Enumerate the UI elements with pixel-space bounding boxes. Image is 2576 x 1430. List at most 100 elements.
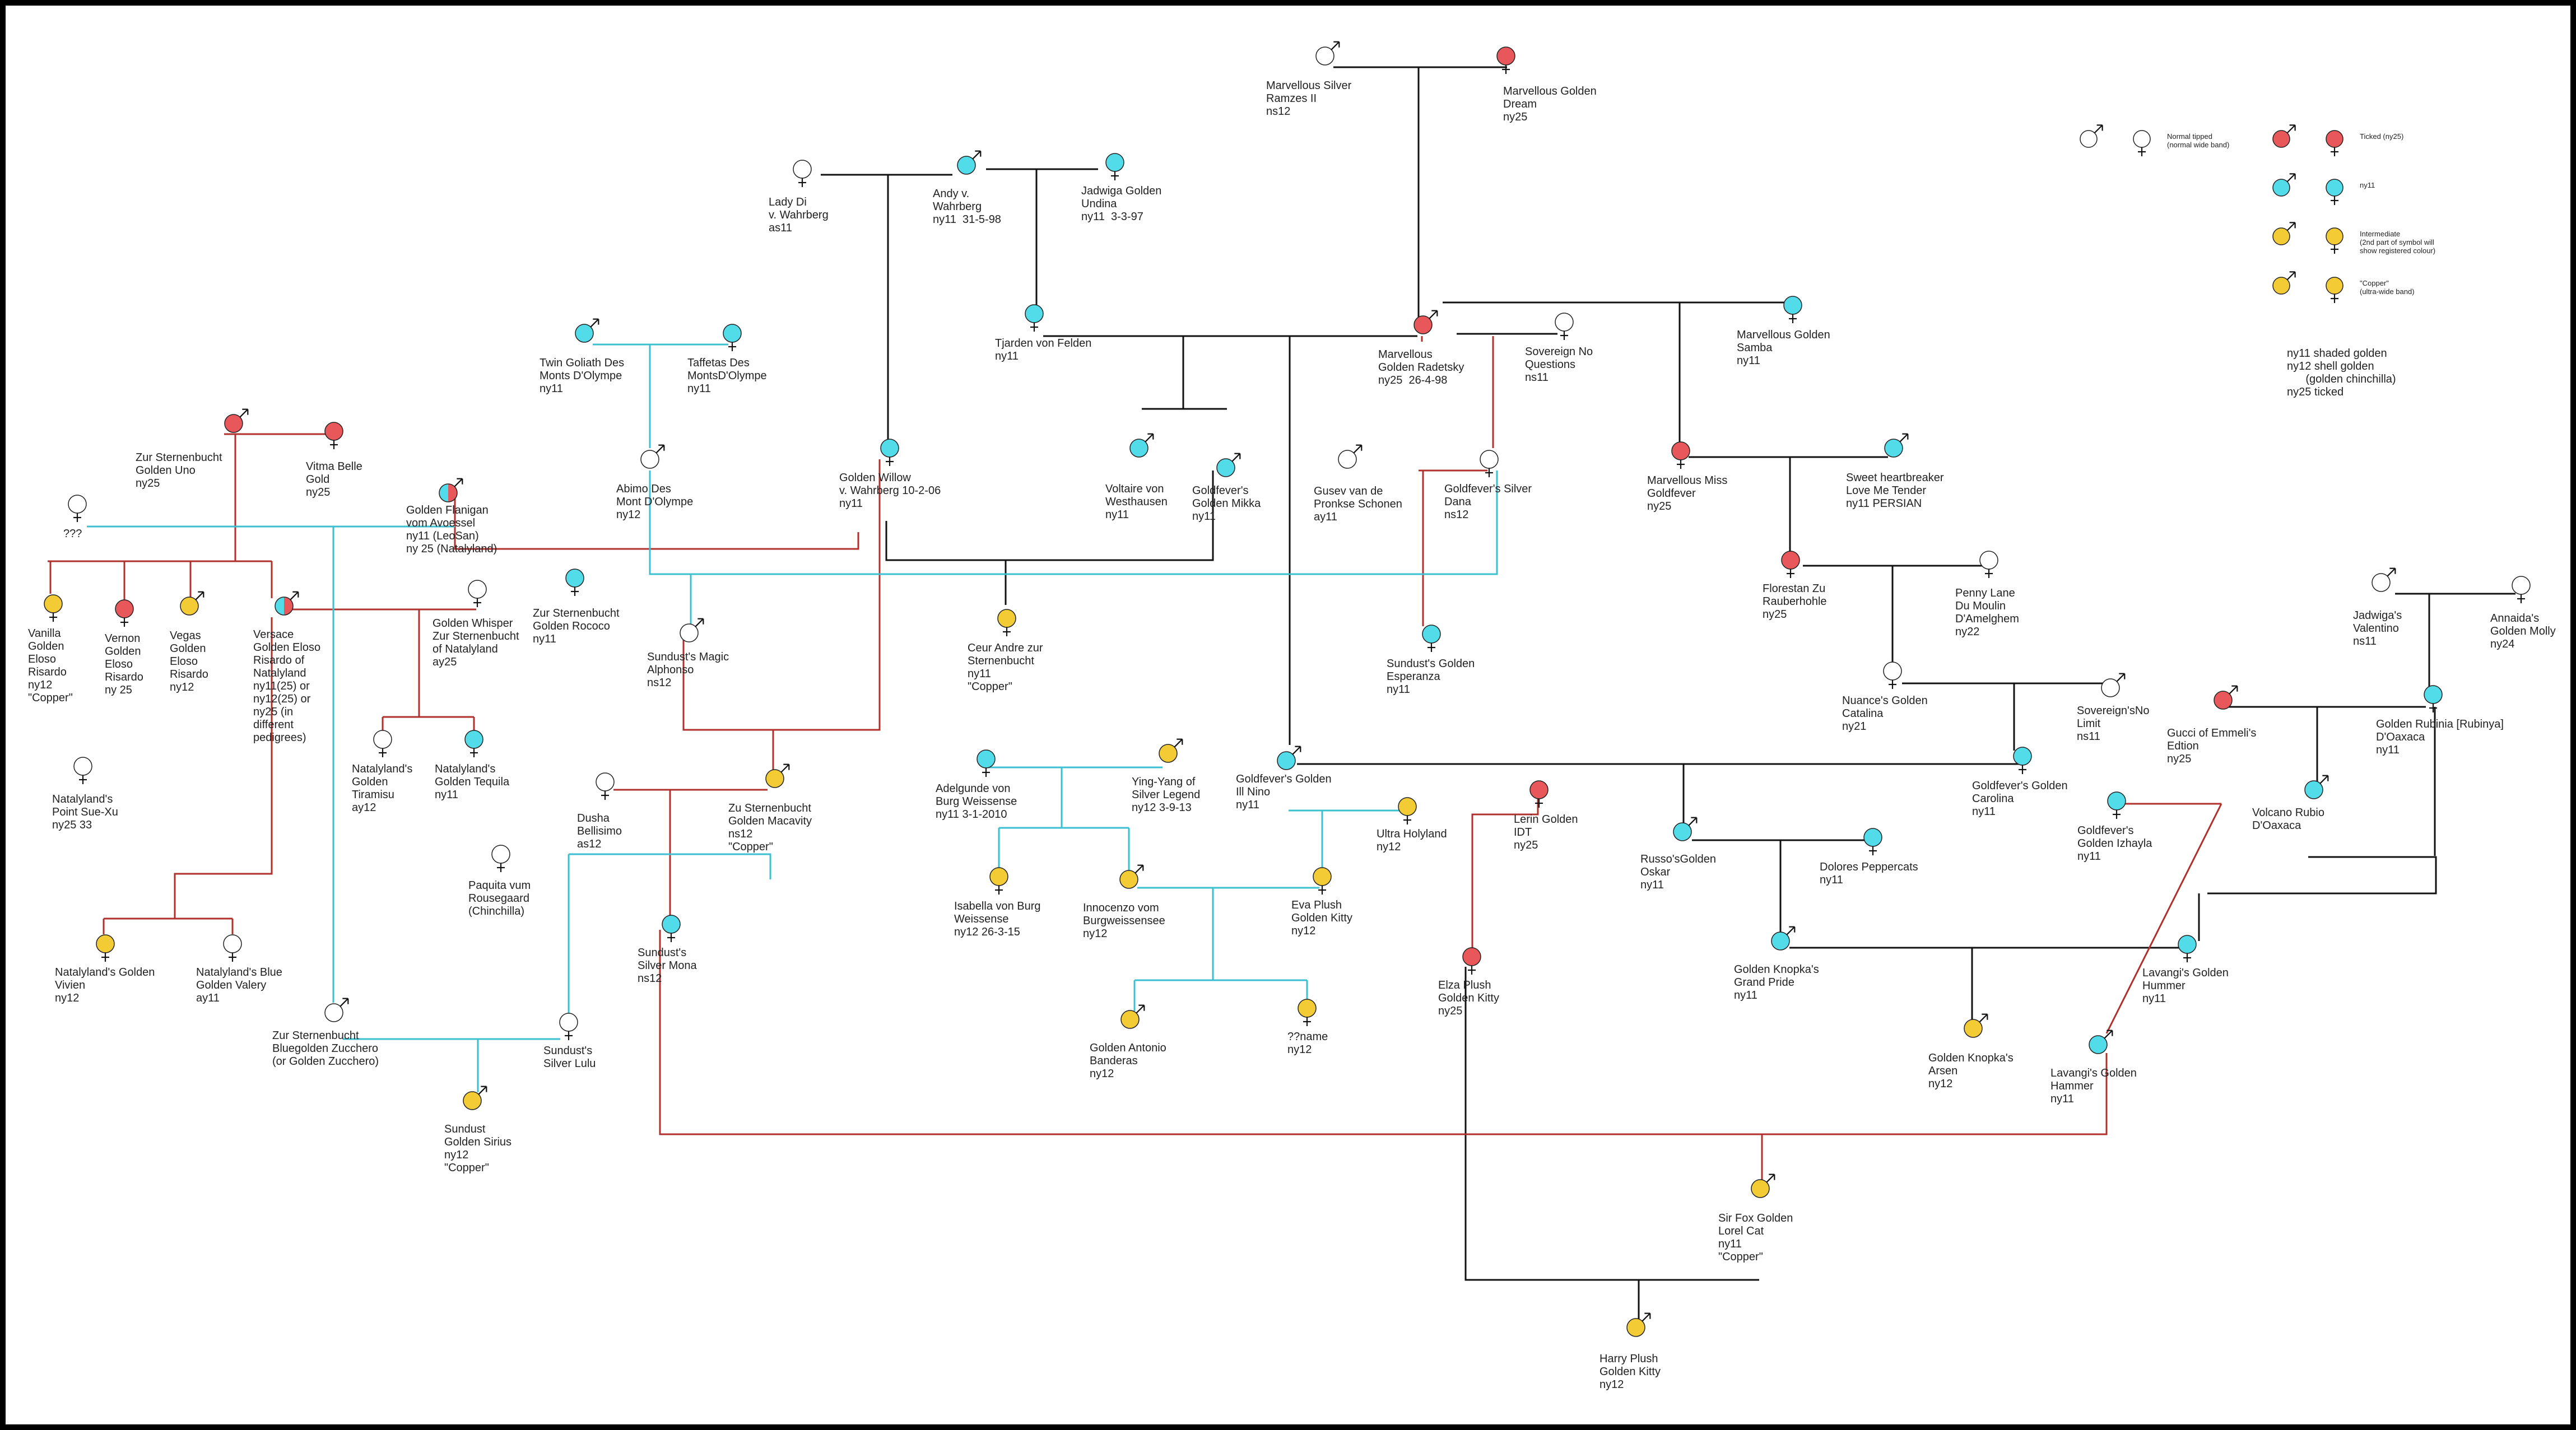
cat-label: Sundust's Silver Lulu <box>543 1045 596 1070</box>
cat-label: Goldfever's Golden Mikka ny11 <box>1192 485 1261 523</box>
male-symbol-icon <box>463 1086 487 1110</box>
male-symbol-icon <box>765 763 790 788</box>
legend-intermediate-text: Intermediate (2nd part of symbol will sh… <box>2360 230 2436 255</box>
cat-label: Sundust's Magic Alphonso ns12 <box>647 651 729 689</box>
cat-label: Golden Knopka's Grand Pride ny11 <box>1734 963 1819 1002</box>
female-symbol-icon <box>115 599 134 627</box>
cat-label: Dusha Bellisimo as12 <box>577 812 622 850</box>
cat-node-goliath <box>565 314 604 356</box>
cat-label: Vernon Golden Eloso Risardo ny 25 <box>105 632 143 696</box>
cat-node-isabella <box>979 857 1019 899</box>
pedigree-connector <box>569 853 771 879</box>
female-symbol-icon <box>1025 304 1044 332</box>
cat-label: Dolores Peppercats ny11 <box>1820 861 1918 886</box>
female-symbol-icon <box>1422 625 1441 652</box>
pedigree-connector <box>649 471 1498 575</box>
cat-node-abimo <box>630 440 669 482</box>
female-symbol-icon <box>2512 576 2531 603</box>
female-symbol-icon <box>1313 867 1332 895</box>
female-symbol-icon <box>989 867 1008 895</box>
cat-node-gucci <box>2203 681 2243 723</box>
cat-node-vernon <box>105 589 144 631</box>
male-symbol-icon <box>2101 673 2126 697</box>
cat-label: Isabella von Burg Weissense ny12 26-3-15 <box>954 900 1041 938</box>
cat-node-volcano <box>2294 770 2333 812</box>
female-symbol-icon <box>1480 450 1499 477</box>
female-symbol-icon <box>1462 947 1481 975</box>
cat-node-florestan <box>1771 541 1810 583</box>
cat-label: Andy v. Wahrberg ny11 31-5-98 <box>933 188 1001 226</box>
pedigree-connector <box>659 930 2108 1135</box>
cat-label: Marvellous Miss Goldfever ny25 <box>1647 474 1728 513</box>
cat-node-valery <box>213 924 252 966</box>
cat-label: Vegas Golden Eloso Risardo ny12 <box>170 630 208 693</box>
male-symbol-icon <box>2214 685 2238 710</box>
cat-label: Adelgunde von Burg Weissense ny11 3-1-20… <box>936 782 1017 821</box>
legend-ny11-male-icon <box>2262 168 2301 210</box>
male-symbol-icon <box>180 591 204 616</box>
cat-label: Nuance's Golden Catalina ny21 <box>1842 695 1928 733</box>
cat-label: Lady Di v. Wahrberg as11 <box>769 196 829 234</box>
legend-ticked-female-icon <box>2315 119 2354 161</box>
cat-label: Gucci of Emmeli's Edtion ny25 <box>2167 727 2257 765</box>
male-symbol-icon <box>575 318 599 343</box>
female-symbol-icon <box>2178 935 2197 962</box>
cat-node-qname <box>1287 989 1327 1031</box>
cat-node-taffetas <box>713 314 752 356</box>
legend-copper-text: "Copper" (ultra-wide band) <box>2360 279 2415 296</box>
cat-label: Jadwiga Golden Undina ny11 3-3-97 <box>1081 185 1162 223</box>
legend-codes-text: ny11 shaded golden ny12 shell golden (go… <box>2287 347 2396 398</box>
cat-node-carolina <box>2003 737 2042 779</box>
pedigree-connector <box>174 617 273 919</box>
male-symbol-icon <box>1277 746 1301 770</box>
male-symbol-icon <box>1129 433 1154 458</box>
cat-label: Vitma Belle Gold ny25 <box>306 460 362 499</box>
cat-node-tjarden <box>1015 294 1054 336</box>
female-symbol-icon <box>1671 441 1690 469</box>
cat-node-alphonso <box>669 613 709 655</box>
cat-label: Golden Willow v. Wahrberg 10-2-06 ny11 <box>839 472 941 510</box>
cat-node-dana <box>1470 440 1509 482</box>
legend-normal-female-icon <box>2122 119 2161 161</box>
cat-label: Lerin Golden IDT ny25 <box>1514 813 1578 851</box>
cat-node-oskar <box>1663 812 1702 854</box>
female-symbol-icon <box>1979 551 1998 578</box>
cat-label: Harry Plush Golden Kitty ny12 <box>1599 1353 1661 1391</box>
cat-node-sovereign <box>1545 302 1584 344</box>
legend-ticked-male-icon <box>2262 119 2301 161</box>
cat-node-versace <box>264 586 304 628</box>
cat-node-undina <box>1095 143 1134 185</box>
cat-node-innocenzo <box>1109 860 1148 902</box>
cat-label: Abimo Des Mont D'Olympe ny12 <box>616 483 694 521</box>
pedigree-connector <box>2105 803 2222 1034</box>
cat-node-valentino <box>2361 563 2401 605</box>
cat-node-whisper <box>458 570 497 612</box>
female-symbol-icon <box>1863 828 1882 855</box>
cat-node-lulu <box>549 1003 588 1045</box>
cat-node-harry <box>1616 1308 1656 1350</box>
cat-label: Paquita vum Rousegaard (Chinchilla) <box>468 879 531 917</box>
cat-label: Natalyland's Point Sue-Xu ny25 33 <box>52 793 118 831</box>
cat-label: Eva Plush Golden Kitty ny12 <box>1291 899 1352 937</box>
cat-node-sirius <box>453 1081 492 1123</box>
male-symbol-icon <box>1413 310 1438 334</box>
cat-label: Annaida's Golden Molly ny24 <box>2490 612 2556 650</box>
cat-node-dream <box>1486 36 1526 78</box>
female-symbol-icon <box>44 594 63 622</box>
cat-label: Gusev van de Pronkse Schonen ay11 <box>1314 485 1402 523</box>
cat-node-vivien <box>86 924 125 966</box>
cat-node-grandpride <box>1761 921 1800 963</box>
legend-intermediate-female-icon <box>2315 217 2354 259</box>
female-symbol-icon <box>565 569 584 596</box>
female-symbol-icon <box>2013 747 2032 774</box>
cat-node-samba <box>1773 286 1812 328</box>
cat-label: Goldfever's Golden Ill Nino ny11 <box>1236 773 1332 811</box>
cat-label: Zur Sternenbucht Golden Uno ny25 <box>136 451 222 490</box>
cat-node-qqq <box>58 485 97 527</box>
cat-label: ??? <box>63 528 82 540</box>
female-symbol-icon <box>880 439 899 466</box>
female-symbol-icon <box>73 757 92 784</box>
female-symbol-icon <box>96 934 115 962</box>
female-symbol-icon <box>723 324 742 351</box>
